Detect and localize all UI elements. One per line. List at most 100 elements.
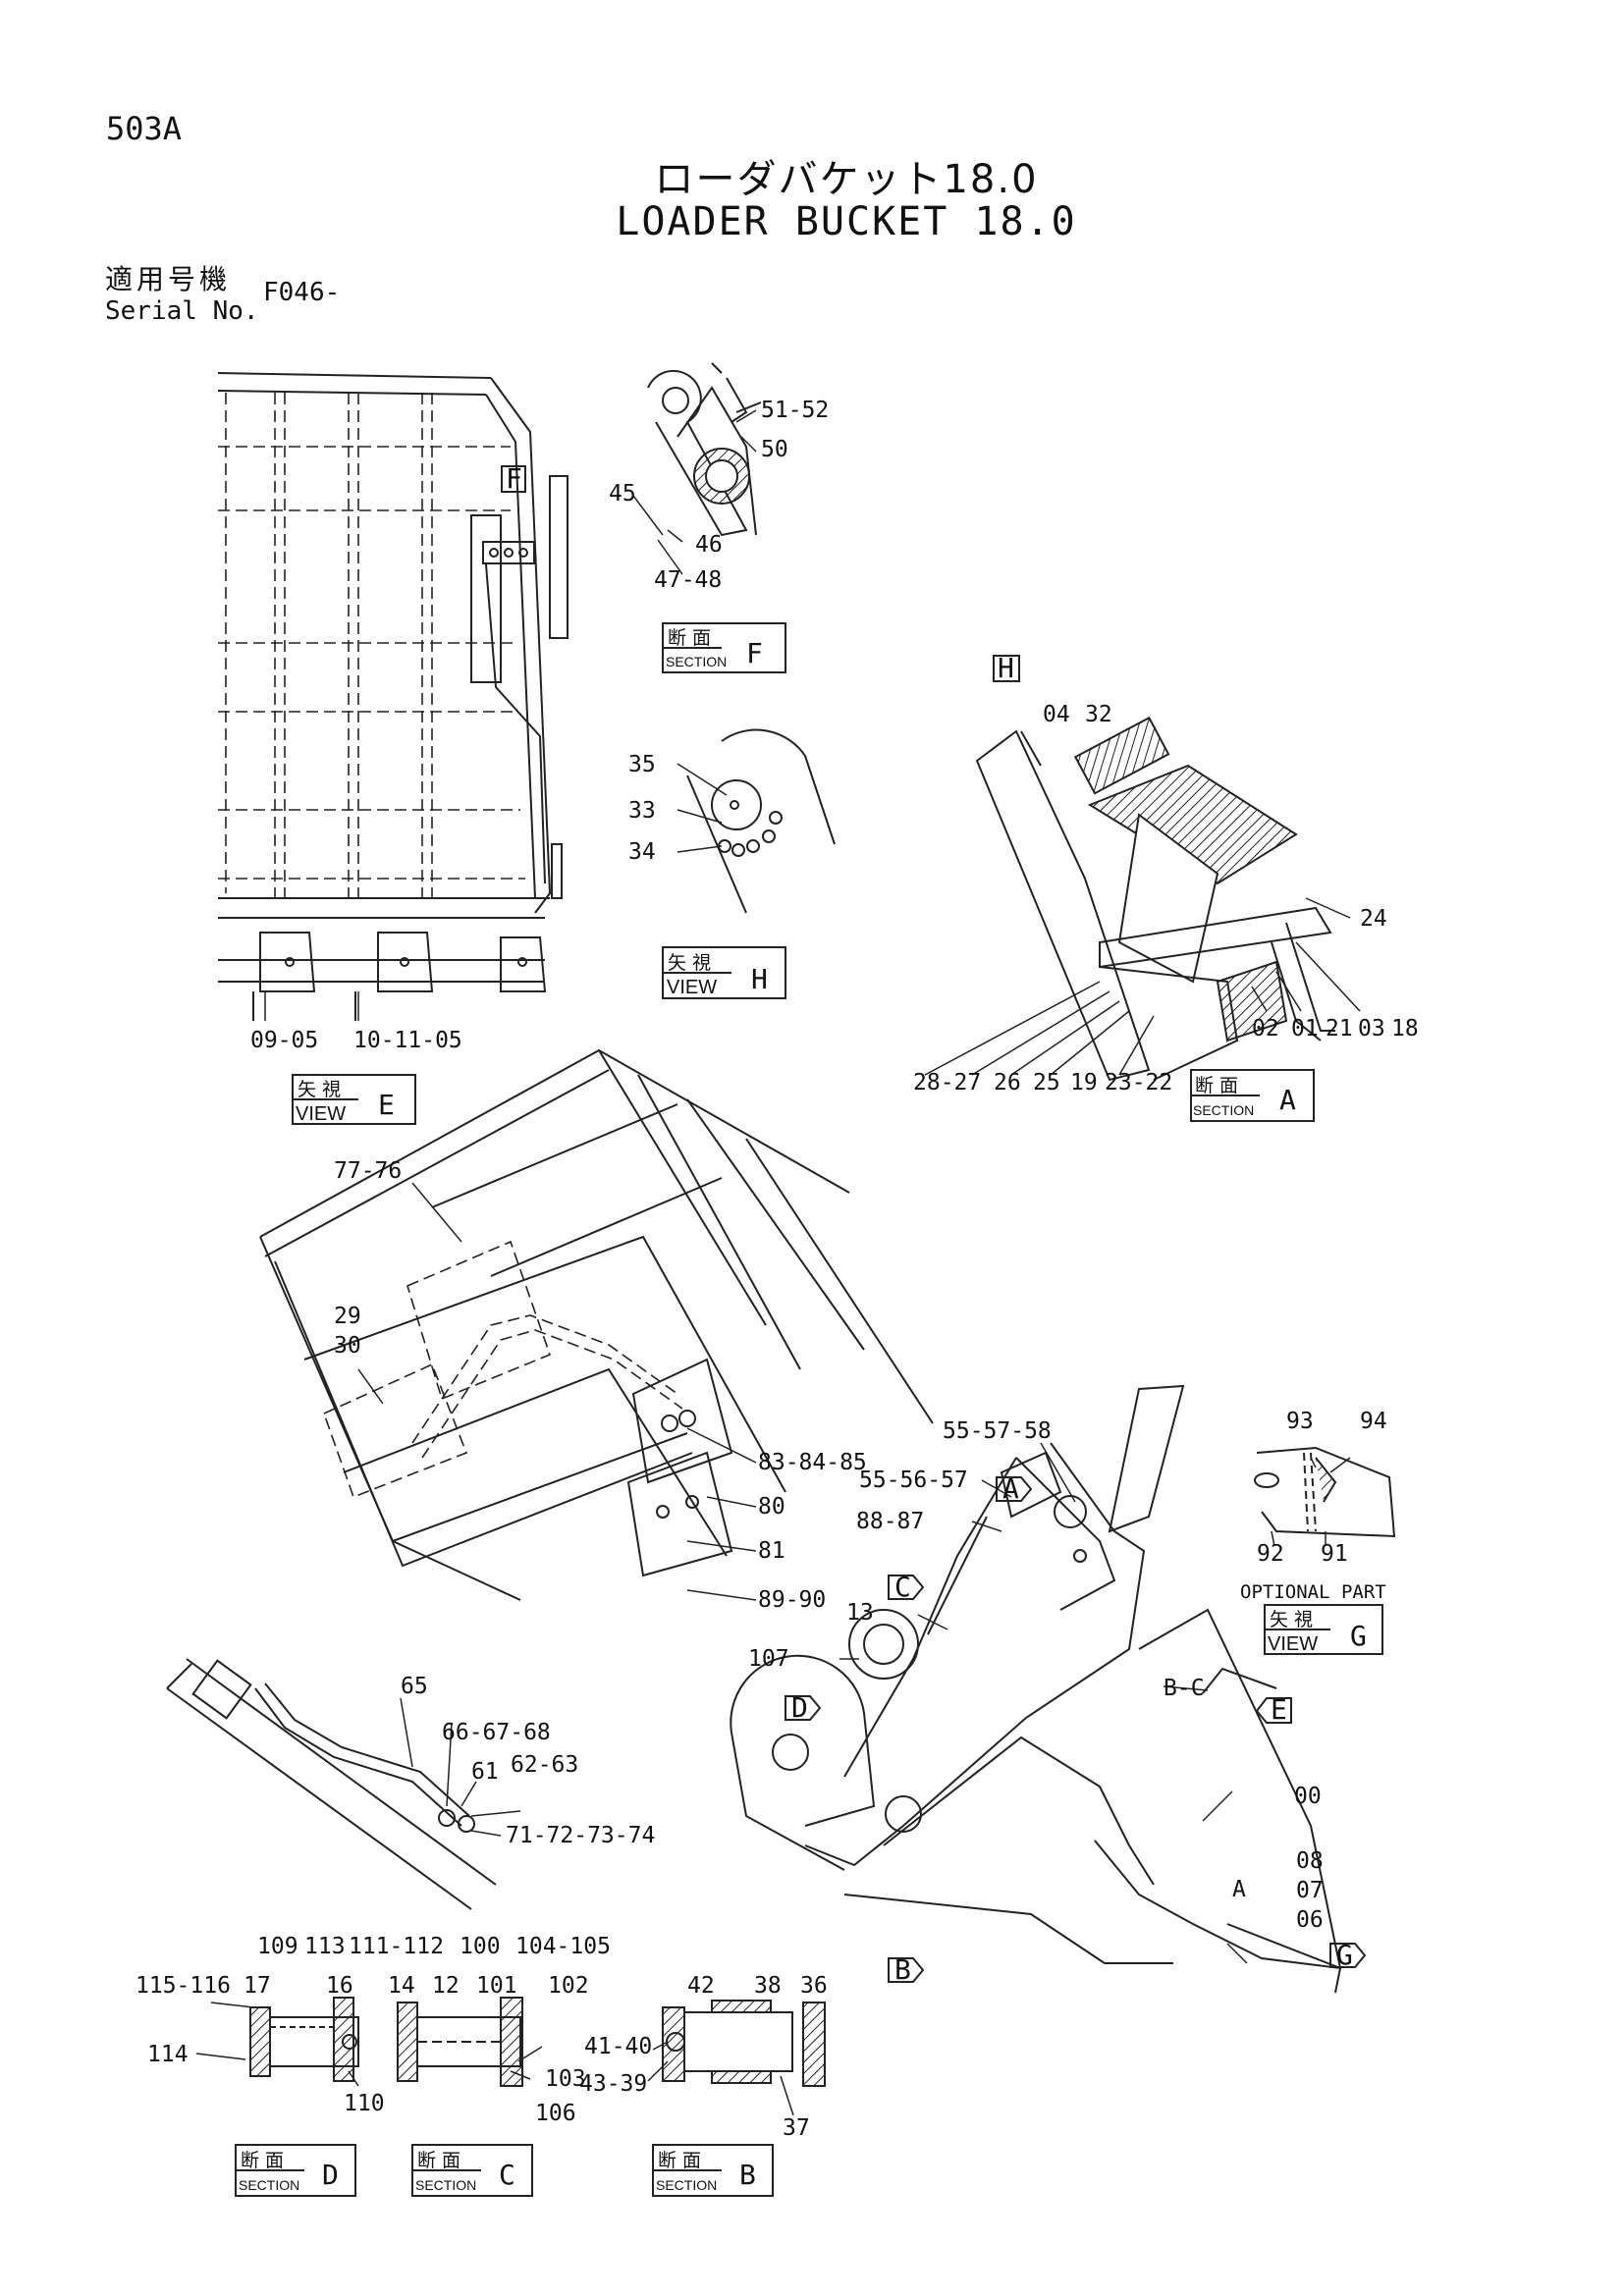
callout-25: 25 (1033, 1070, 1060, 1095)
section-c-jp: 断 面 (417, 2150, 460, 2171)
marker-h: H (998, 652, 1014, 684)
callout-19: 19 (1070, 1070, 1098, 1095)
callout-100: 100 (460, 1934, 501, 1959)
callout-16: 16 (326, 1973, 353, 1999)
callout-114: 114 (147, 2042, 189, 2067)
marker-letters: F H A C D E B G (506, 462, 1353, 1986)
marker-e: E (1271, 1693, 1287, 1726)
callout-33: 33 (628, 798, 656, 824)
section-f-en: SECTION (666, 654, 727, 669)
callout-38: 38 (754, 1973, 782, 1999)
callout-36: 36 (800, 1973, 828, 1999)
callout-b-c: B-C (1164, 1676, 1205, 1701)
view-g-jp: 矢 視 (1270, 1609, 1313, 1630)
callout-102: 102 (548, 1973, 589, 1999)
title-english: LOADER BUCKET 18.0 (616, 199, 1077, 244)
callout-71-72-73-74: 71-72-73-74 (506, 1823, 655, 1848)
callout-42: 42 (687, 1973, 715, 1999)
callout-45: 45 (609, 481, 636, 507)
callout-91: 91 (1321, 1541, 1348, 1567)
callout-94: 94 (1360, 1409, 1387, 1434)
serial-value: F046- (263, 278, 341, 307)
marker-a: A (1002, 1472, 1019, 1505)
callout-103: 103 (545, 2066, 586, 2092)
callout-55-56-57: 55-56-57 (859, 1468, 968, 1493)
callout-83-84-85: 83-84-85 (758, 1450, 867, 1475)
callout-34: 34 (628, 839, 656, 865)
section-f-jp: 断 面 (668, 627, 711, 649)
section-d-en: SECTION (239, 2177, 299, 2193)
callout-50: 50 (761, 437, 788, 462)
title-japanese: ローダバケット18.0 (654, 157, 1039, 202)
callout-111-112: 111-112 (349, 1934, 444, 1959)
callout-89-90: 89-90 (758, 1587, 826, 1613)
callout-a: A (1232, 1877, 1246, 1902)
view-h-jp: 矢 視 (668, 952, 711, 974)
callout-101: 101 (476, 1973, 517, 1999)
callout-13: 13 (846, 1600, 874, 1626)
section-c-drawing (397, 1997, 523, 2087)
view-e-en: VIEW (296, 1103, 346, 1125)
caption-texts: 断 面 SECTION F 矢 視 VIEW H 矢 視 VIEW E 断 面 … (239, 627, 1386, 2193)
optional-part-label: OPTIONAL PART (1240, 1581, 1386, 1603)
callout-81: 81 (758, 1538, 785, 1564)
callout-43-39: 43-39 (579, 2071, 647, 2097)
callout-37: 37 (783, 2115, 810, 2141)
view-h-en: VIEW (667, 977, 717, 998)
marker-d: D (791, 1691, 808, 1724)
callout-46: 46 (695, 532, 723, 558)
view-g-en: VIEW (1268, 1633, 1318, 1655)
callout-115-116: 115-116 (135, 1973, 231, 1999)
section-f-letter: F (746, 637, 763, 669)
callout-47-48: 47-48 (654, 567, 722, 593)
callout-12: 12 (432, 1973, 460, 1999)
callout-107: 107 (748, 1646, 789, 1672)
callout-41-40: 41-40 (584, 2034, 652, 2059)
view-e-drawing (217, 372, 568, 1021)
callout-21: 21 (1326, 1016, 1353, 1041)
marker-c: C (894, 1571, 911, 1603)
callout-62-63: 62-63 (511, 1752, 578, 1778)
caption-boxes (235, 622, 1383, 2197)
callout-28-27: 28-27 (913, 1070, 981, 1095)
callout-93: 93 (1286, 1409, 1314, 1434)
view-e-jp: 矢 視 (298, 1079, 341, 1100)
callout-77-76: 77-76 (334, 1158, 402, 1184)
view-g-drawing (1254, 1446, 1396, 1538)
callout-06: 06 (1296, 1907, 1324, 1933)
callout-80: 80 (758, 1494, 785, 1520)
marker-f: F (506, 462, 522, 495)
callout-10-11-05: 10-11-05 (353, 1028, 462, 1053)
section-d-drawing (249, 1997, 359, 2082)
callout-00: 00 (1294, 1784, 1322, 1809)
part-callouts: 51-52 50 45 46 47-48 35 33 34 09-05 10-1… (135, 398, 1419, 2141)
view-h-letter: H (751, 963, 768, 995)
callout-92: 92 (1257, 1541, 1284, 1567)
bucket-side-view-drawing (730, 1384, 1342, 1994)
callout-04: 04 (1043, 702, 1070, 727)
callout-02: 02 (1252, 1016, 1279, 1041)
callout-113: 113 (304, 1934, 346, 1959)
serial-label-english: Serial No. (105, 296, 259, 326)
callout-32: 32 (1085, 702, 1112, 727)
bucket-body-drawing (259, 1048, 934, 1601)
view-h-drawing (686, 728, 836, 914)
callout-01: 01 (1291, 1016, 1319, 1041)
callout-104-105: 104-105 (515, 1934, 611, 1959)
callout-26: 26 (994, 1070, 1021, 1095)
callout-09-05: 09-05 (250, 1028, 318, 1053)
section-b-drawing (662, 2000, 826, 2087)
callout-07: 07 (1296, 1878, 1324, 1903)
section-b-jp: 断 面 (658, 2150, 701, 2171)
callout-51-52: 51-52 (761, 398, 829, 423)
callout-109: 109 (257, 1934, 298, 1959)
section-a-jp: 断 面 (1195, 1075, 1238, 1096)
section-a-en: SECTION (1193, 1102, 1254, 1118)
view-markers (501, 465, 1367, 1983)
leader-lines (195, 409, 1361, 2116)
callout-30: 30 (334, 1333, 361, 1359)
callout-61: 61 (471, 1759, 499, 1785)
callout-14: 14 (388, 1973, 415, 1999)
page-id: 503A (106, 110, 183, 147)
